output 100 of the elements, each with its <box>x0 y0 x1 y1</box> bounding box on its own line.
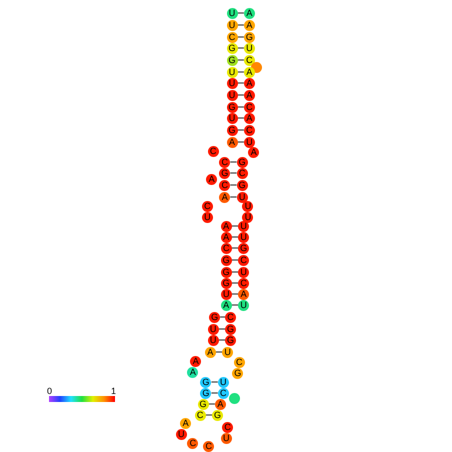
nucleotide-circle: C <box>238 278 250 288</box>
nucleotide-circle: A <box>204 346 216 358</box>
nucleotide-circle: A <box>187 366 198 378</box>
nucleotide-circle: C <box>244 102 255 112</box>
base-pair-line <box>230 196 238 198</box>
scale-tick-label: 0 <box>47 386 52 396</box>
nucleotide-circle: G <box>244 32 255 42</box>
base-pair-line <box>237 24 244 26</box>
base-pair-line <box>218 328 226 330</box>
nucleotide-circle: U <box>244 42 255 54</box>
nucleotide-circle: G <box>200 388 212 398</box>
nucleotide-circle: C <box>208 146 219 156</box>
nucleotide-circle: U <box>226 8 238 18</box>
nucleotide-circle: G <box>220 254 232 266</box>
nucleotide-circle: C <box>238 254 250 266</box>
base-pair-line <box>237 12 244 14</box>
nucleotide-circle: G <box>232 368 244 378</box>
base-pair-line <box>230 184 238 186</box>
nucleotide-circle: C <box>244 54 255 66</box>
nucleotide-circle: C <box>194 410 206 420</box>
nucleotide-circle: G <box>198 398 208 410</box>
nucleotide-circle: A <box>220 232 232 242</box>
base-pair-line <box>237 36 244 38</box>
nucleotide-circle: C <box>219 156 230 168</box>
nucleotide-circle: U <box>238 300 250 310</box>
base-pair-line <box>231 304 239 306</box>
nucleotide-circle <box>229 392 240 404</box>
nucleotide-circle: G <box>212 410 223 420</box>
nucleotide-circle: U <box>242 200 254 212</box>
nucleotide-circle: A <box>244 90 255 100</box>
base-pair-line <box>220 316 226 318</box>
nucleotide-circle: A <box>244 8 255 18</box>
nucleotide-circle: U <box>238 266 250 278</box>
nucleotide-circle: G <box>236 156 248 168</box>
nucleotide-circle: C <box>226 32 238 42</box>
nucleotide-circle: U <box>208 324 219 334</box>
base-pair-line <box>205 414 212 416</box>
nucleotide-circle: G <box>209 312 220 322</box>
nucleotide-circle: U <box>238 220 250 232</box>
nucleotide-circle: U <box>242 212 254 222</box>
nucleotide-circle: U <box>220 288 232 300</box>
nucleotide-circle: U <box>236 192 248 202</box>
nucleotide-circle: G <box>225 324 236 334</box>
nucleotide-circle: A <box>226 136 238 148</box>
nucleotide-circle: A <box>180 418 192 428</box>
nucleotide-circle: C <box>236 168 248 178</box>
nucleotide-circle: G <box>226 54 238 66</box>
nucleotide-circle: C <box>234 356 245 368</box>
base-pair-line <box>231 236 239 238</box>
nucleotide-circle: A <box>219 192 230 202</box>
nucleotide-circle: A <box>244 20 255 30</box>
base-pair-line <box>210 392 218 394</box>
nucleotide-circle: A <box>244 112 255 124</box>
nucleotide-circle: G <box>219 168 230 178</box>
nucleotide-circle: U <box>222 346 234 358</box>
nucleotide-circle: A <box>244 66 255 78</box>
nucleotide-circle: G <box>220 278 232 288</box>
nucleotide-circle: C <box>225 312 236 322</box>
nucleotide-circle: C <box>187 438 198 448</box>
nucleotide-circle: A <box>206 174 218 184</box>
nucleotide-circle: C <box>219 180 230 190</box>
nucleotide-circle: U <box>220 432 232 444</box>
nucleotide-circle: A <box>248 146 260 158</box>
nucleotide-circle: U <box>226 112 238 124</box>
nucleotide-circle: U <box>176 428 187 440</box>
base-pair-line <box>237 106 244 108</box>
nucleotide-circle: C <box>218 388 229 398</box>
nucleotide-circle: A <box>238 288 250 300</box>
nucleotide-circle: C <box>202 200 213 212</box>
nucleotide-circle: U <box>244 136 255 148</box>
nucleotide-circle: A <box>220 220 232 232</box>
scale-tick-label: 1 <box>111 386 116 396</box>
nucleotide-circle: U <box>226 78 238 88</box>
nucleotide-circle: C <box>244 124 255 136</box>
nucleotide-circle: U <box>226 66 238 78</box>
nucleotide-circle: C <box>220 242 232 254</box>
nucleotide-circle: C <box>222 422 234 432</box>
base-pair-line <box>237 94 244 96</box>
nucleotide-circle: G <box>226 124 238 136</box>
nucleotide-circle: C <box>203 440 214 452</box>
nucleotide-circle: U <box>208 334 219 346</box>
nucleotide-circle: A <box>214 398 226 410</box>
nucleotide-circle: U <box>226 90 238 100</box>
nucleotide-circle: G <box>226 102 238 112</box>
nucleotide-circle: U <box>218 376 229 388</box>
nucleotide-circle: G <box>226 42 238 54</box>
base-pair-line <box>230 172 238 174</box>
nucleotide-circle: G <box>236 180 248 190</box>
nucleotide-circle: U <box>238 232 250 242</box>
base-pair-line <box>231 282 239 284</box>
nucleotide-circle: A <box>220 300 232 310</box>
base-pair-line <box>237 82 244 84</box>
nucleotide-circle: U <box>202 212 213 222</box>
nucleotide-circle: U <box>226 20 238 30</box>
nucleotide-circle: A <box>244 78 255 88</box>
nucleotide-circle: A <box>190 356 202 366</box>
nucleotide-circle: G <box>200 376 212 388</box>
nucleotide-circle: G <box>220 266 232 278</box>
nucleotide-circle: G <box>238 242 250 254</box>
nucleotide-circle: G <box>225 334 236 346</box>
